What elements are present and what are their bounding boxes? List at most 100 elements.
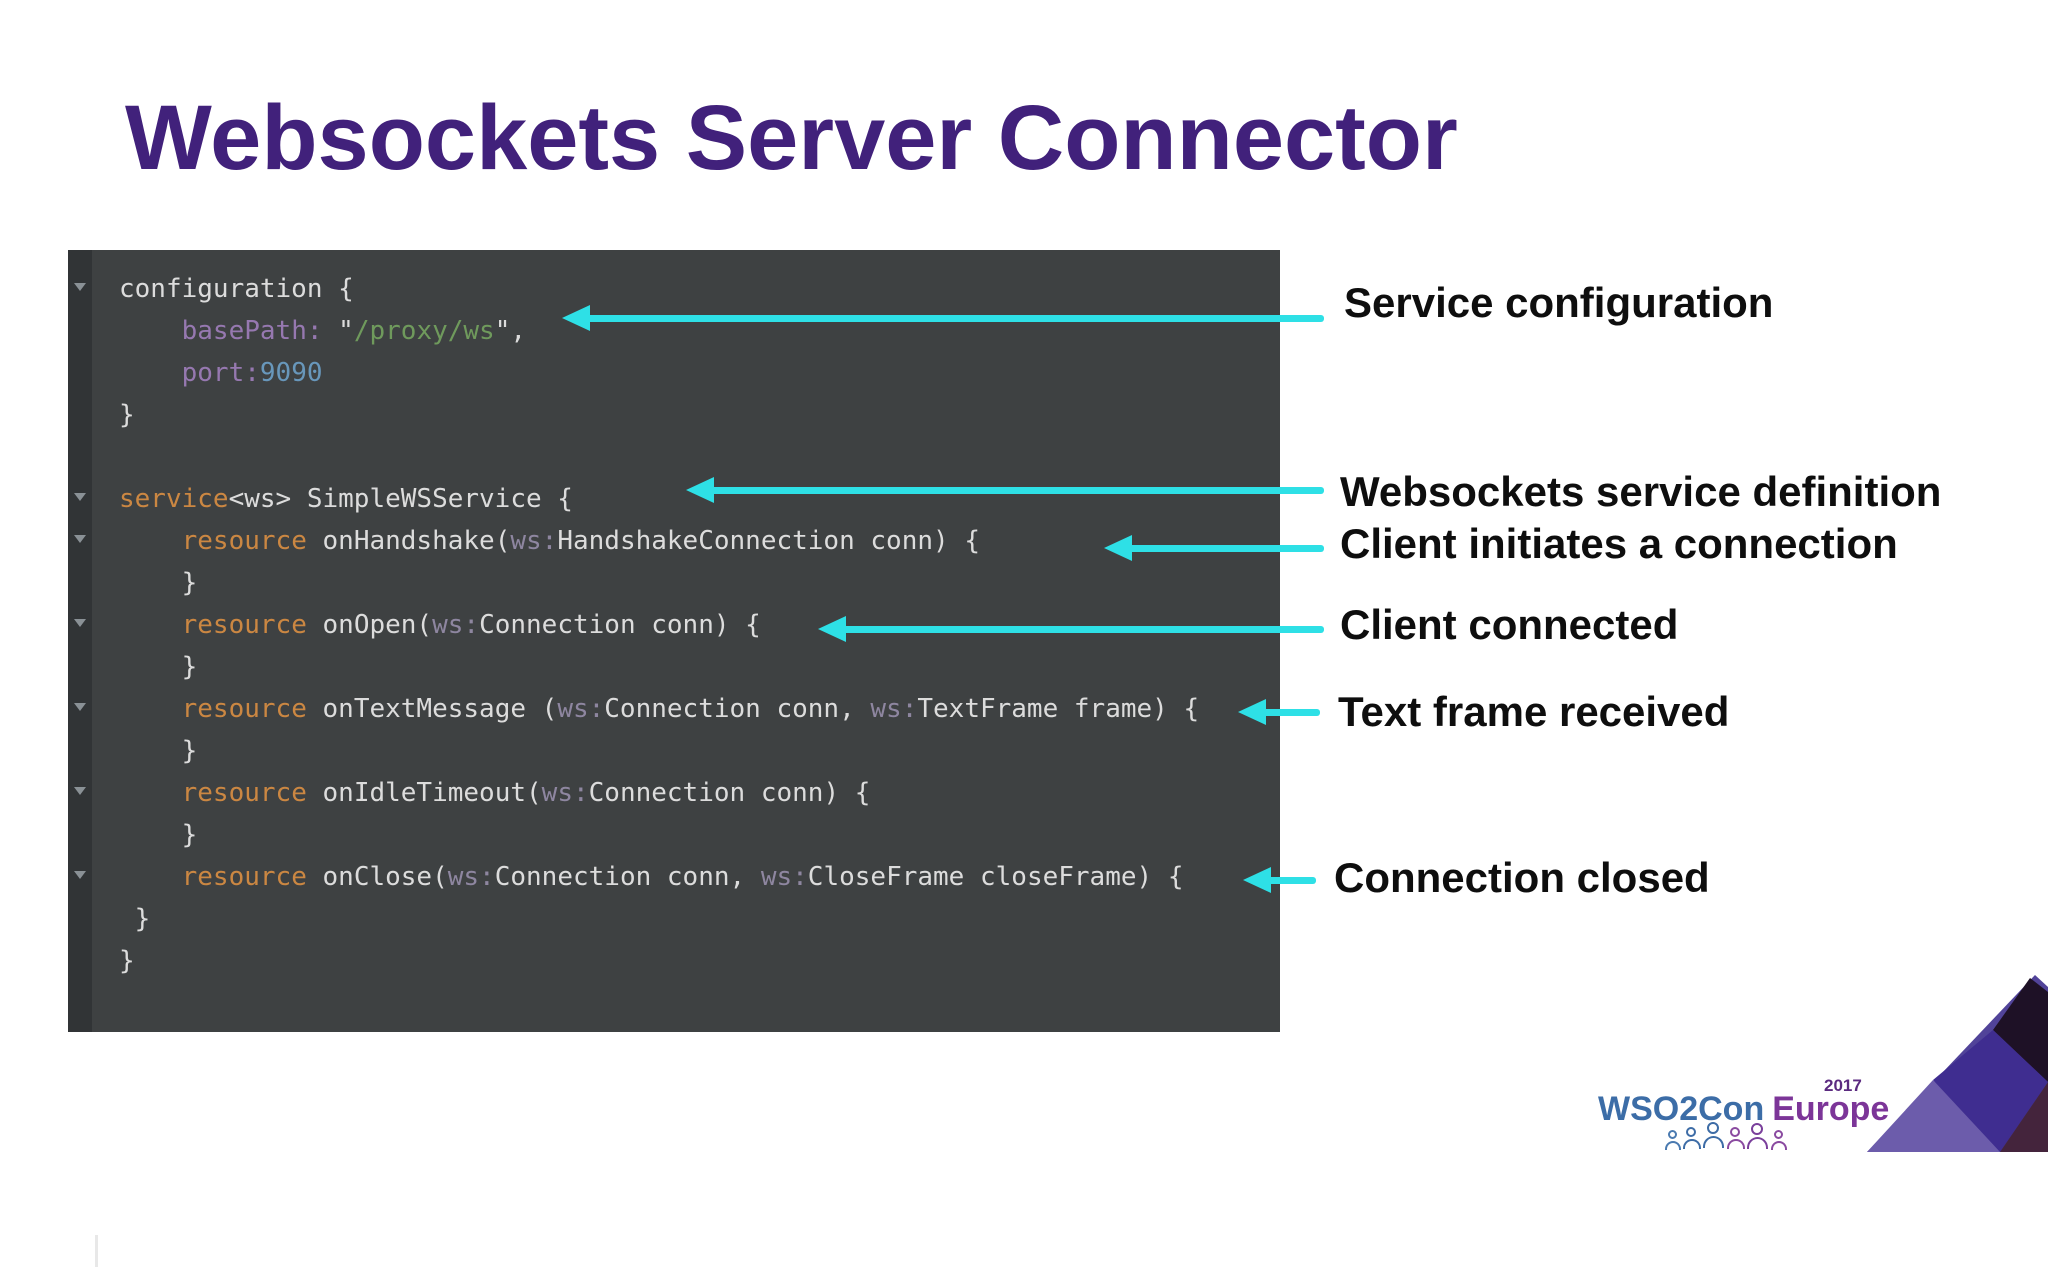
code-token: TextFrame frame) { — [917, 694, 1200, 724]
code-token: 9090 — [259, 358, 323, 388]
annotation-label: Service configuration — [1344, 279, 1774, 326]
code-line: resource onTextMessage (ws:Connection co… — [119, 688, 1280, 730]
code-token: Connection conn, — [604, 694, 871, 724]
fold-arrow-icon — [74, 493, 86, 501]
code-line: } — [119, 730, 1280, 772]
code-token: } — [119, 904, 151, 934]
code-token: } — [119, 946, 135, 976]
code-editor-panel: configuration { basePath: "/proxy/ws", p… — [68, 250, 1280, 1267]
annotation-label: Client connected — [1340, 601, 1679, 648]
person-icon — [1727, 1127, 1745, 1149]
code-line: resource onHandshake(ws:HandshakeConnect… — [119, 520, 1280, 562]
code-line: } — [119, 814, 1280, 856]
person-icon — [1665, 1130, 1681, 1150]
annotation-arrow-head-icon — [562, 305, 590, 331]
code-token: port: — [181, 358, 260, 388]
code-token: ws: — [760, 862, 808, 892]
code-token: service — [119, 484, 229, 514]
annotation-arrow-shaft — [842, 626, 1324, 633]
code-line: resource onClose(ws:Connection conn, ws:… — [119, 856, 1280, 898]
text-cursor — [95, 1235, 98, 1267]
annotation-arrow-shaft — [710, 487, 1324, 494]
code-line — [119, 436, 1280, 478]
person-icon — [1683, 1127, 1701, 1149]
code-token: } — [119, 568, 198, 598]
annotation-arrow-head-icon — [1243, 867, 1271, 893]
annotation-arrow-shaft — [1267, 877, 1316, 884]
code-token: } — [119, 400, 135, 430]
fold-arrow-icon — [74, 787, 86, 795]
code-line — [119, 982, 1280, 1024]
code-token: /proxy/ws — [353, 316, 495, 346]
annotation-arrow-head-icon — [1238, 699, 1266, 725]
person-icon — [1703, 1122, 1724, 1148]
code-token: } — [119, 736, 198, 766]
code-token: Connection conn, — [494, 862, 761, 892]
annotation-label: Text frame received — [1338, 688, 1730, 735]
code-line: service<ws> SimpleWSService { — [119, 478, 1280, 520]
code-token: resource — [181, 778, 307, 808]
code-token — [119, 316, 182, 346]
logo-year-text: 2017 — [1824, 1076, 1862, 1095]
code-line: basePath: "/proxy/ws", — [119, 310, 1280, 352]
annotation-label: Connection closed — [1334, 854, 1710, 901]
code-line: resource onIdleTimeout(ws:Connection con… — [119, 772, 1280, 814]
code-token: ws: — [870, 694, 918, 724]
code-token: ws: — [510, 526, 558, 556]
code-lines: configuration { basePath: "/proxy/ws", p… — [92, 268, 1280, 1024]
fold-arrow-icon — [74, 703, 86, 711]
annotation-label: Client initiates a connection — [1340, 520, 1898, 567]
code-line: resource onOpen(ws:Connection conn) { — [119, 604, 1280, 646]
fold-arrow-icon — [74, 871, 86, 879]
code-token: resource — [181, 862, 307, 892]
code-token: configuration { — [119, 274, 354, 304]
code-token — [119, 358, 182, 388]
annotation-arrow-shaft — [1262, 709, 1320, 716]
code-token: resource — [181, 694, 307, 724]
code-line: port:9090 — [119, 352, 1280, 394]
code-token: ws: — [447, 862, 495, 892]
code-token: basePath: — [181, 316, 323, 346]
code-token — [119, 694, 182, 724]
code-token: ws: — [557, 694, 605, 724]
annotation-arrow-head-icon — [1104, 535, 1132, 561]
code-token — [119, 526, 182, 556]
code-token: } — [119, 652, 198, 682]
code-token: onOpen( — [306, 610, 433, 640]
code-token: resource — [181, 610, 307, 640]
code-token — [119, 778, 182, 808]
code-line: } — [119, 940, 1280, 982]
code-line: } — [119, 898, 1280, 940]
code-line: } — [119, 394, 1280, 436]
code-token: onClose( — [306, 862, 448, 892]
code-token: resource — [181, 526, 307, 556]
annotation-label: Websockets service definition — [1340, 468, 1942, 515]
annotation-arrow-shaft — [586, 315, 1324, 322]
logo-people-icons — [1663, 1120, 1787, 1150]
fold-arrow-icon — [74, 619, 86, 627]
code-token: " — [322, 316, 354, 346]
code-token: Connection conn) { — [588, 778, 871, 808]
code-token — [119, 862, 182, 892]
fold-arrow-icon — [74, 283, 86, 291]
code-token: ws: — [541, 778, 589, 808]
fold-arrow-icon — [74, 535, 86, 543]
annotation-arrow-head-icon — [686, 477, 714, 503]
corner-triangle-decoration — [1867, 975, 2048, 1152]
code-token: } — [119, 820, 198, 850]
code-token — [119, 610, 182, 640]
code-token: onTextMessage ( — [306, 694, 558, 724]
page-title: Websockets Server Connector — [125, 87, 1458, 189]
logo-event-text: Europe — [1772, 1090, 1890, 1128]
code-token: onHandshake( — [306, 526, 511, 556]
annotation-arrow-shaft — [1128, 545, 1324, 552]
person-icon — [1771, 1130, 1787, 1150]
code-token: ", — [494, 316, 527, 346]
code-editor-gutter — [68, 250, 92, 1032]
code-token: CloseFrame closeFrame) { — [807, 862, 1184, 892]
logo-brand-text: WSO2Con — [1598, 1090, 1765, 1128]
code-line: } — [119, 562, 1280, 604]
code-line: } — [119, 646, 1280, 688]
code-token: ws: — [432, 610, 480, 640]
